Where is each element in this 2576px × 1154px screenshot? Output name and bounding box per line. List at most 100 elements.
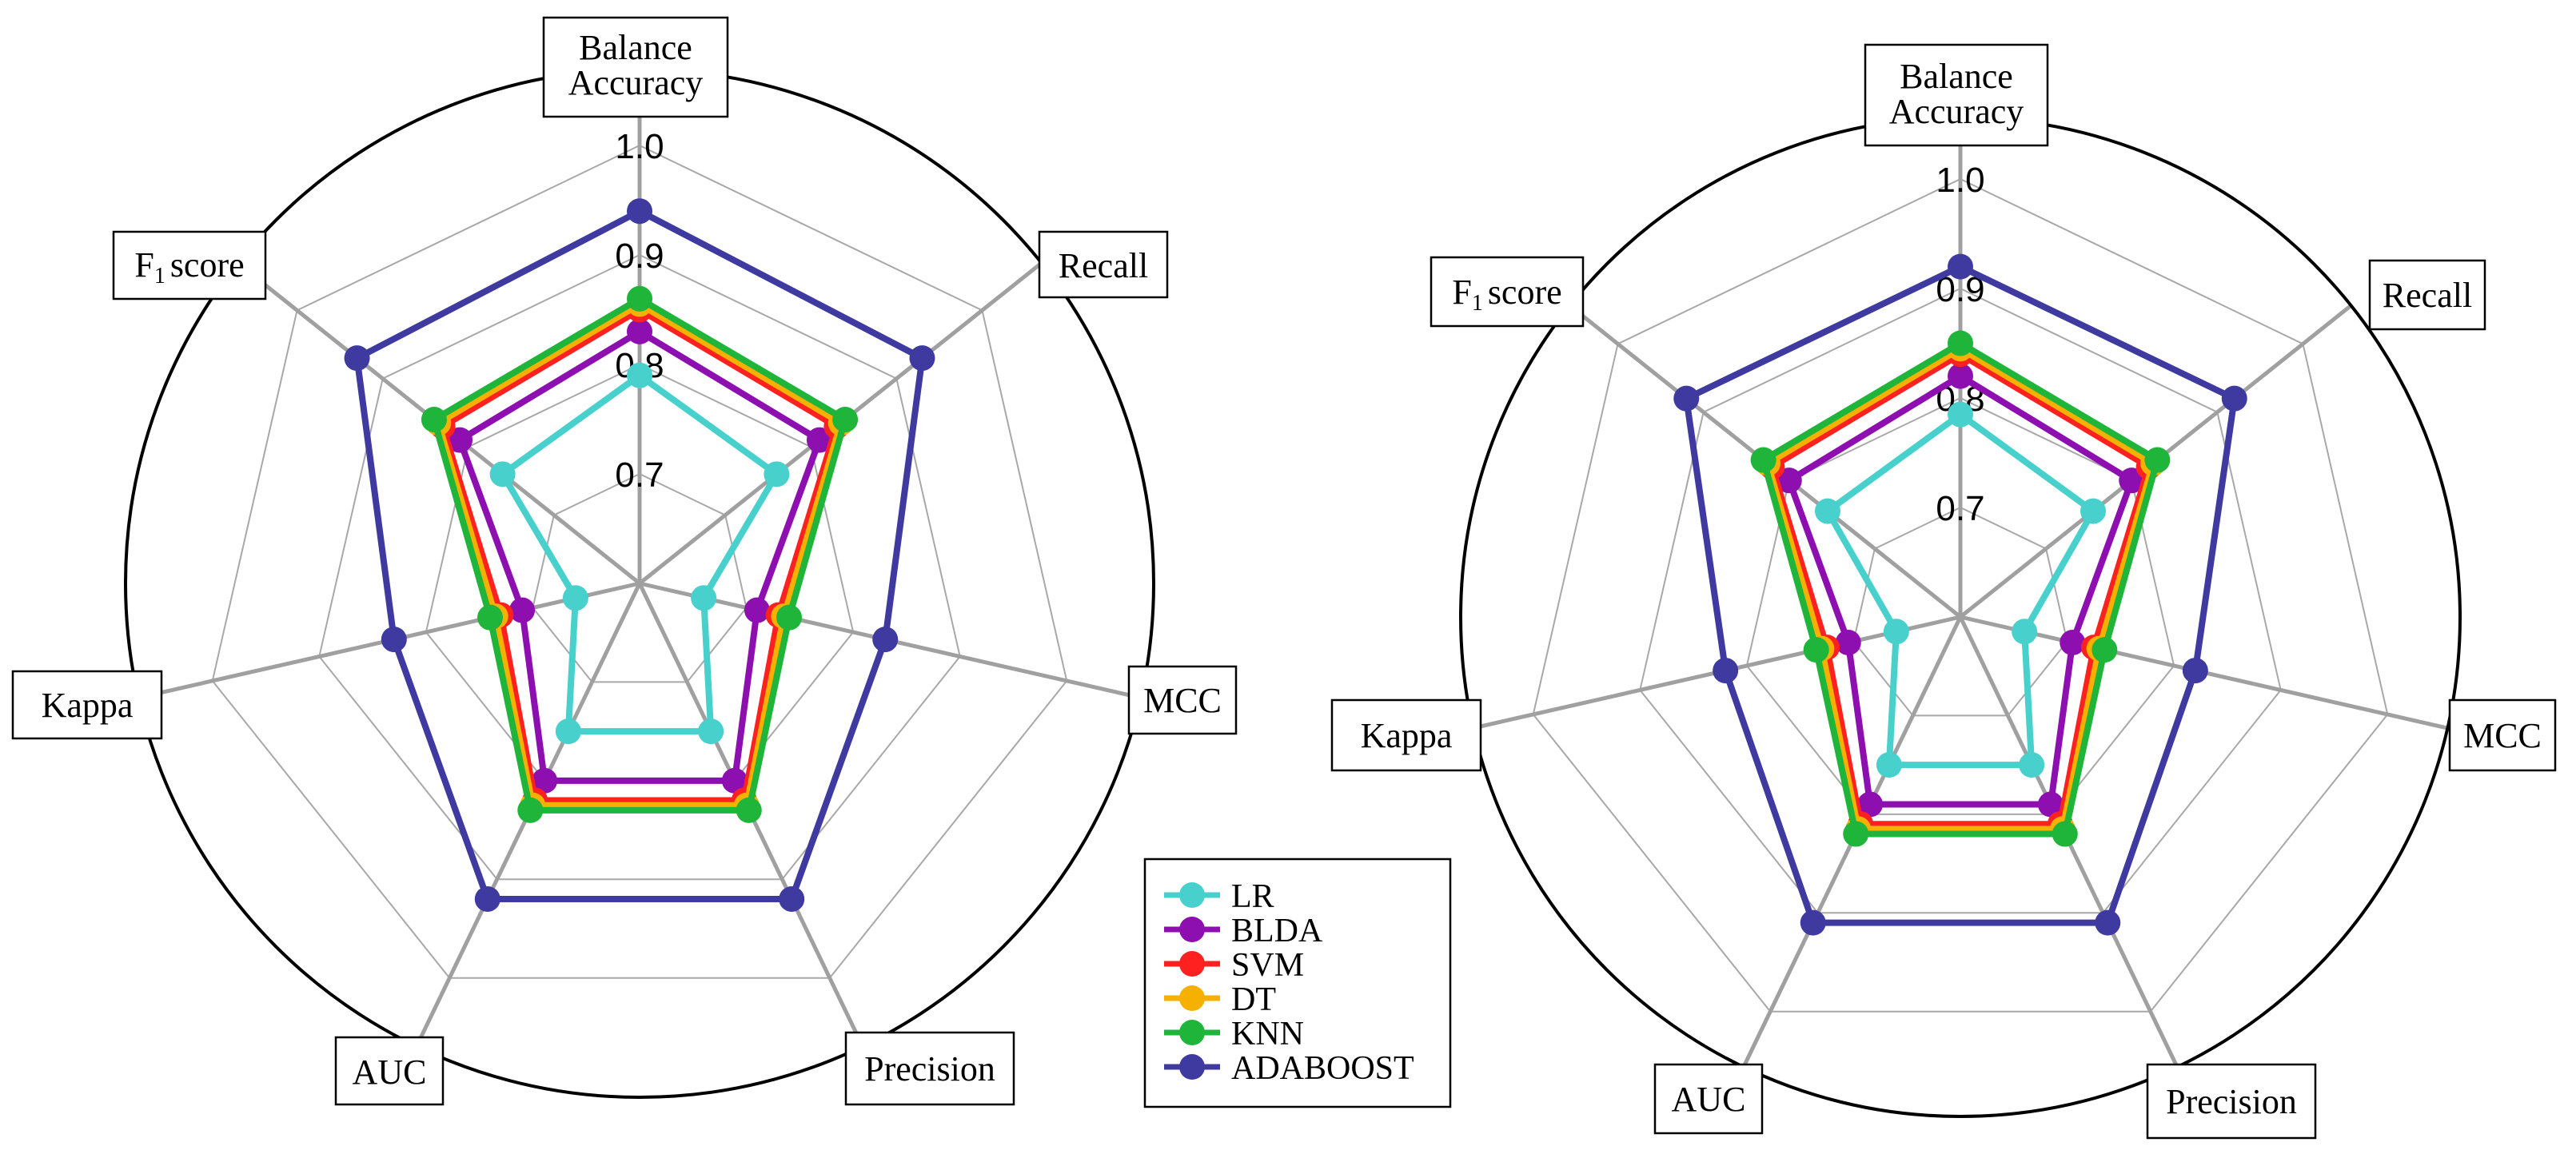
axis-label-precision: Precision: [844, 1031, 1015, 1106]
data-point-balance-accuracy: [627, 198, 652, 225]
series-line: [1764, 344, 2157, 833]
axis-label-kappa: Kappa: [1330, 698, 1482, 772]
data-point-auc: [555, 718, 581, 745]
data-point-f1-score: [1776, 468, 1802, 494]
series-line: [353, 207, 926, 902]
data-point-mcc: [872, 627, 899, 653]
data-point-recall: [2080, 498, 2107, 524]
data-point-auc: [1857, 791, 1884, 818]
data-point-f1-score: [489, 461, 516, 487]
data-point-mcc: [776, 604, 802, 631]
series-line: [1682, 263, 2239, 926]
data-point-mcc: [691, 585, 717, 611]
data-point-auc: [1843, 821, 1869, 847]
data-point-precision: [2052, 821, 2078, 847]
data-point-mcc: [2060, 630, 2086, 656]
axis-label-auc: AUC: [334, 1036, 445, 1106]
radar-series-left: [344, 198, 935, 912]
series-line: [498, 371, 781, 735]
grid-ring: [1532, 177, 2389, 1013]
data-point-kappa: [381, 627, 407, 653]
data-point-recall: [764, 461, 790, 487]
axis-label-text: Accuracy: [1889, 92, 2024, 131]
data-point-recall: [2221, 385, 2247, 412]
axis-label-text: Accuracy: [568, 63, 704, 102]
data-point-balance-accuracy: [1948, 330, 1973, 356]
data-point-recall: [806, 427, 832, 453]
data-point-precision: [779, 885, 805, 912]
series-adaboost: [1673, 253, 2247, 936]
data-point-precision: [721, 767, 748, 794]
series-line: [434, 300, 845, 809]
series-line: [430, 295, 849, 814]
data-point-mcc: [2182, 658, 2208, 684]
legend-marker: [1179, 1054, 1205, 1080]
data-point-balance-accuracy: [1948, 363, 1973, 389]
legend-marker: [1179, 1020, 1205, 1045]
series-line: [1784, 372, 2136, 808]
series-lr: [489, 362, 790, 745]
legend-marker: [1179, 985, 1205, 1011]
data-point-kappa: [1883, 619, 1909, 645]
data-point-recall: [2144, 447, 2171, 473]
radar-chart-right: 0.70.80.91.0 Balance Accuracy Recall MCC…: [1330, 43, 2557, 1140]
series-line: [456, 328, 823, 784]
series-knn: [1750, 330, 2171, 847]
data-point-precision: [2095, 909, 2121, 936]
legend-marker: [1179, 882, 1205, 908]
series-line: [438, 305, 841, 804]
legend-label: BLDA: [1231, 913, 1323, 949]
data-point-precision: [2037, 791, 2064, 818]
data-point-balance-accuracy: [627, 285, 652, 312]
legend-marker: [1179, 917, 1205, 942]
legend-entry-dt: DT: [1164, 981, 1276, 1018]
data-point-mcc: [744, 597, 770, 623]
legend-label: SVM: [1231, 947, 1304, 984]
data-point-f1-score: [344, 345, 370, 372]
legend-entry-svm: SVM: [1164, 947, 1304, 984]
grid-ring: [1852, 506, 2068, 717]
series-lr: [1814, 401, 2107, 778]
data-point-recall: [2119, 468, 2145, 494]
data-point-recall: [909, 345, 935, 372]
legend-entry-knn: KNN: [1164, 1016, 1304, 1053]
data-point-mcc: [2092, 637, 2118, 663]
axis-label-precision: Precision: [2146, 1063, 2317, 1140]
axis-label-mcc: MCC: [1127, 665, 1238, 735]
radar-chart-left: 0.70.80.91.0 Balance Accuracy Recall MCC…: [11, 16, 1238, 1106]
data-point-f1-score: [1814, 498, 1840, 524]
grid-ring: [211, 144, 1068, 979]
data-point-kappa: [509, 597, 536, 623]
axis-label-recall: Recall: [2368, 259, 2486, 331]
tick-label: 0.9: [615, 237, 664, 276]
axis-label-balance-accuracy: Balance Accuracy: [542, 16, 729, 118]
tick-label: 0.7: [615, 456, 664, 495]
radar-series-right: [1673, 253, 2247, 936]
axis-label-text: Kappa: [42, 686, 134, 725]
axis-label-text: Balance: [579, 28, 692, 67]
data-point-precision: [736, 797, 762, 823]
tick-label: 0.7: [1936, 489, 1984, 528]
data-point-kappa: [1803, 637, 1829, 663]
axis-label-text: MCC: [1143, 681, 1222, 720]
series-adaboost: [344, 198, 935, 912]
data-point-kappa: [1713, 658, 1739, 684]
radar-tick-labels-left: 0.70.80.91.0: [615, 127, 664, 495]
data-point-balance-accuracy: [627, 362, 652, 388]
data-point-mcc: [2012, 619, 2038, 645]
axis-label-auc: AUC: [1653, 1063, 1764, 1135]
axis-label-kappa: Kappa: [11, 670, 163, 740]
legend-entry-blda: BLDA: [1164, 913, 1323, 949]
data-point-kappa: [562, 585, 588, 611]
data-point-auc: [532, 767, 558, 794]
tick-label: 1.0: [615, 127, 664, 166]
tick-label: 1.0: [1936, 161, 1984, 200]
axis-label-text: Kappa: [1361, 716, 1453, 755]
data-point-precision: [698, 718, 724, 745]
data-point-balance-accuracy: [627, 318, 652, 344]
